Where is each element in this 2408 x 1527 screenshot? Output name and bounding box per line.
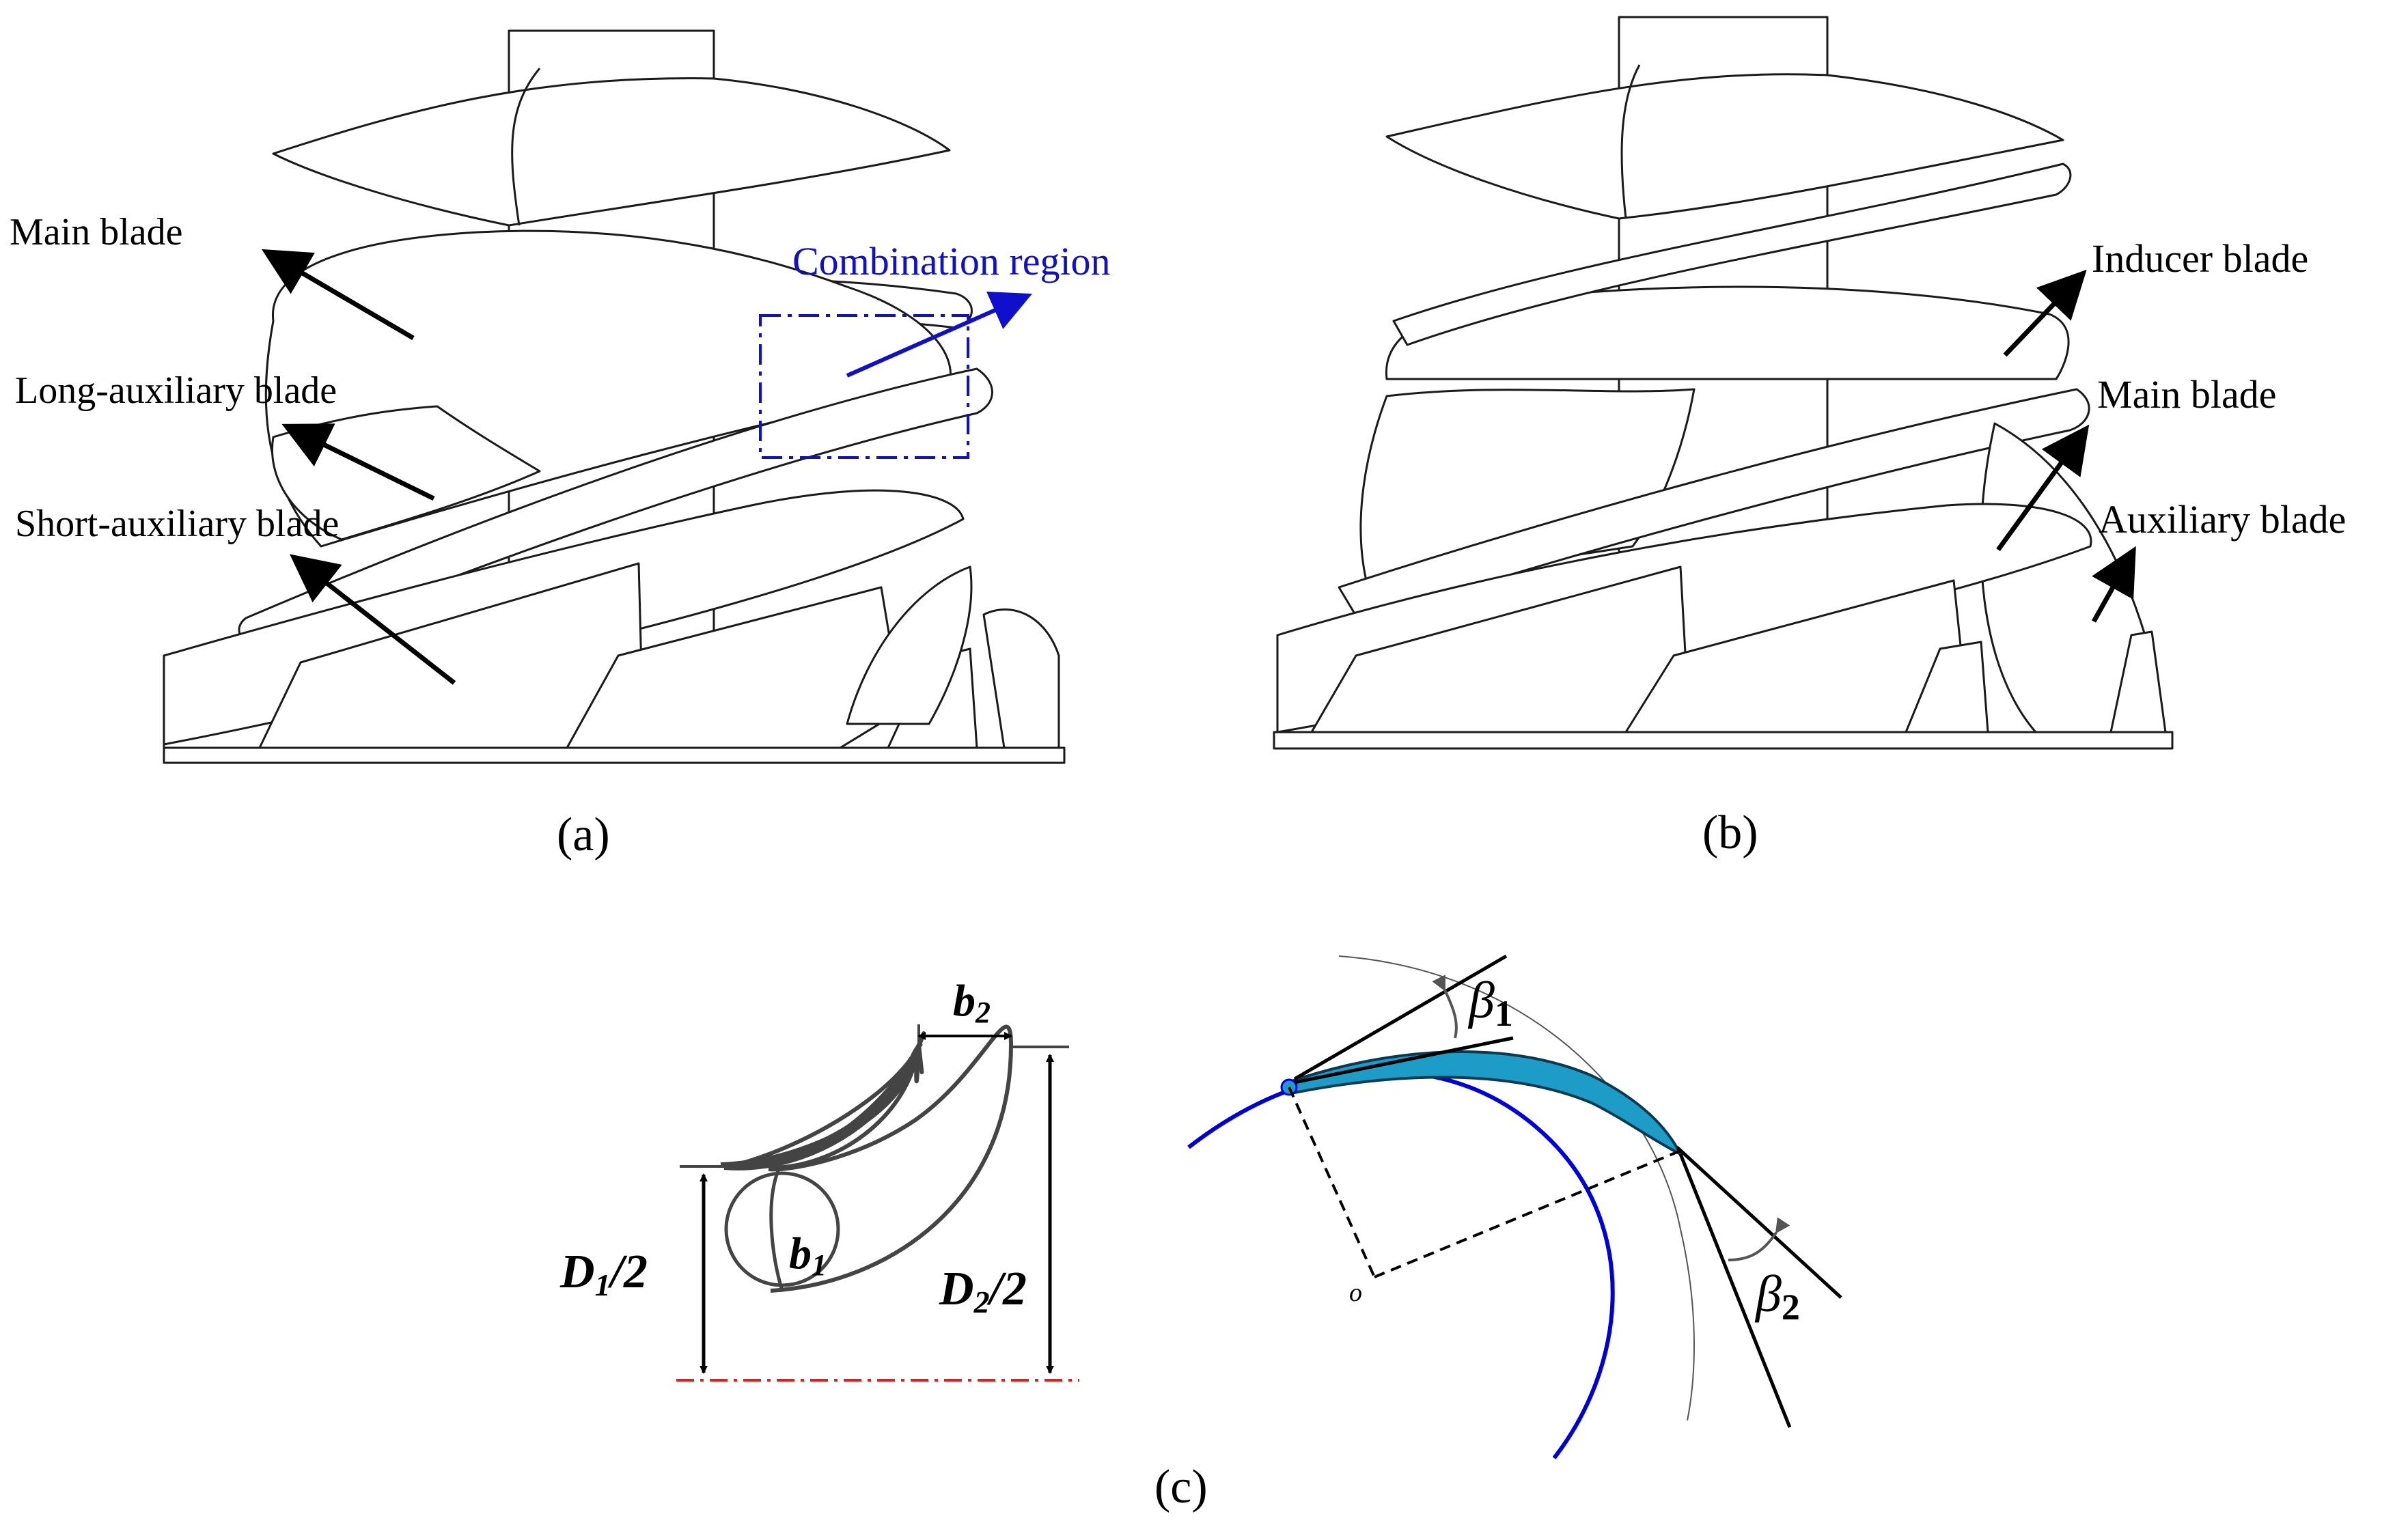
- combination-region-box: [759, 314, 969, 459]
- caption-a: (a): [557, 809, 610, 861]
- label-beta1: β1: [1467, 972, 1513, 1034]
- label-main-blade-b: Main blade: [2097, 372, 2277, 417]
- label-short-aux: Short-auxiliary blade: [15, 503, 339, 545]
- arrow-main-blade-a: [261, 249, 415, 341]
- top-blade-b: [1385, 73, 2064, 220]
- label-b1: b1: [789, 1229, 827, 1282]
- base-plate-b: [1273, 731, 2174, 750]
- label-long-aux: Long-auxiliary blade: [15, 369, 337, 412]
- arrow-short-aux-a: [289, 554, 456, 685]
- spiral-band-b: [1338, 388, 2090, 623]
- outlet-tangent-2: [1678, 1153, 1792, 1428]
- inducer-spiral: [1392, 163, 2072, 346]
- lower-vane-b3: [1905, 641, 1989, 733]
- panel-b-impeller: Inducer blade Main blade Auxiliary blade…: [1273, 16, 2346, 859]
- arrow-long-aux-a: [281, 423, 435, 501]
- label-origin: o: [1349, 1278, 1362, 1307]
- label-combination: Combination region: [792, 239, 1111, 283]
- long-auxiliary-blade: [271, 405, 541, 541]
- radius-inlet: [1288, 1087, 1376, 1278]
- arrow-combination: [846, 291, 1032, 378]
- label-inducer: Inducer blade: [2092, 236, 2308, 281]
- main-blade-top: [272, 77, 951, 227]
- label-main-blade-a: Main blade: [10, 211, 182, 253]
- blade-profile: [1285, 1050, 1684, 1158]
- beta1-arc: [1432, 975, 1458, 1039]
- main-blade-top-edge: [511, 68, 541, 226]
- profile-top: [721, 1044, 921, 1170]
- radius-outlet: [1374, 1149, 1681, 1278]
- inlet-tangent-2: [1294, 1036, 1514, 1084]
- inlet-tangent-1: [1293, 954, 1508, 1081]
- label-d2: D2/2: [939, 1263, 1027, 1319]
- label-b2: b2: [953, 976, 991, 1029]
- label-d1: D1/2: [559, 1246, 648, 1302]
- side-fin: [982, 608, 1060, 749]
- panel-c-blade-angles: β1 β2 o: [1187, 954, 1842, 1459]
- label-auxiliary: Auxiliary blade: [2099, 497, 2346, 542]
- caption-b: (b): [1702, 807, 1758, 859]
- outlet-circle-arc: [1338, 955, 1695, 1421]
- inlet-chord: [769, 1168, 784, 1291]
- caption-c: (c): [1154, 1461, 1208, 1513]
- inlet-circle-arc: [1187, 1070, 1615, 1459]
- profile-upper: [723, 1043, 921, 1170]
- lower-vane-b1: [1310, 565, 1689, 733]
- top-blade-b-edge: [1620, 64, 1641, 219]
- label-beta2: β2: [1754, 1265, 1800, 1328]
- panel-a-impeller: Main blade Long-auxiliary blade Short-au…: [10, 29, 1111, 861]
- outlet-tangent-1: [1676, 1146, 1842, 1299]
- outer-profile: [770, 1044, 1013, 1293]
- lower-vane-b4: [2109, 630, 2167, 733]
- arrow-inducer: [2003, 269, 2087, 357]
- arrow-main-blade-b: [1996, 424, 2090, 552]
- lower-vane-4: [846, 565, 973, 725]
- beta2-arc: [1728, 1217, 1790, 1261]
- arrow-auxiliary: [2091, 546, 2136, 623]
- lower-vane-1: [258, 562, 643, 749]
- panel-c-meridional: b2 b1 D1/2 D2/2: [559, 976, 1079, 1382]
- base-plate: [163, 746, 1066, 764]
